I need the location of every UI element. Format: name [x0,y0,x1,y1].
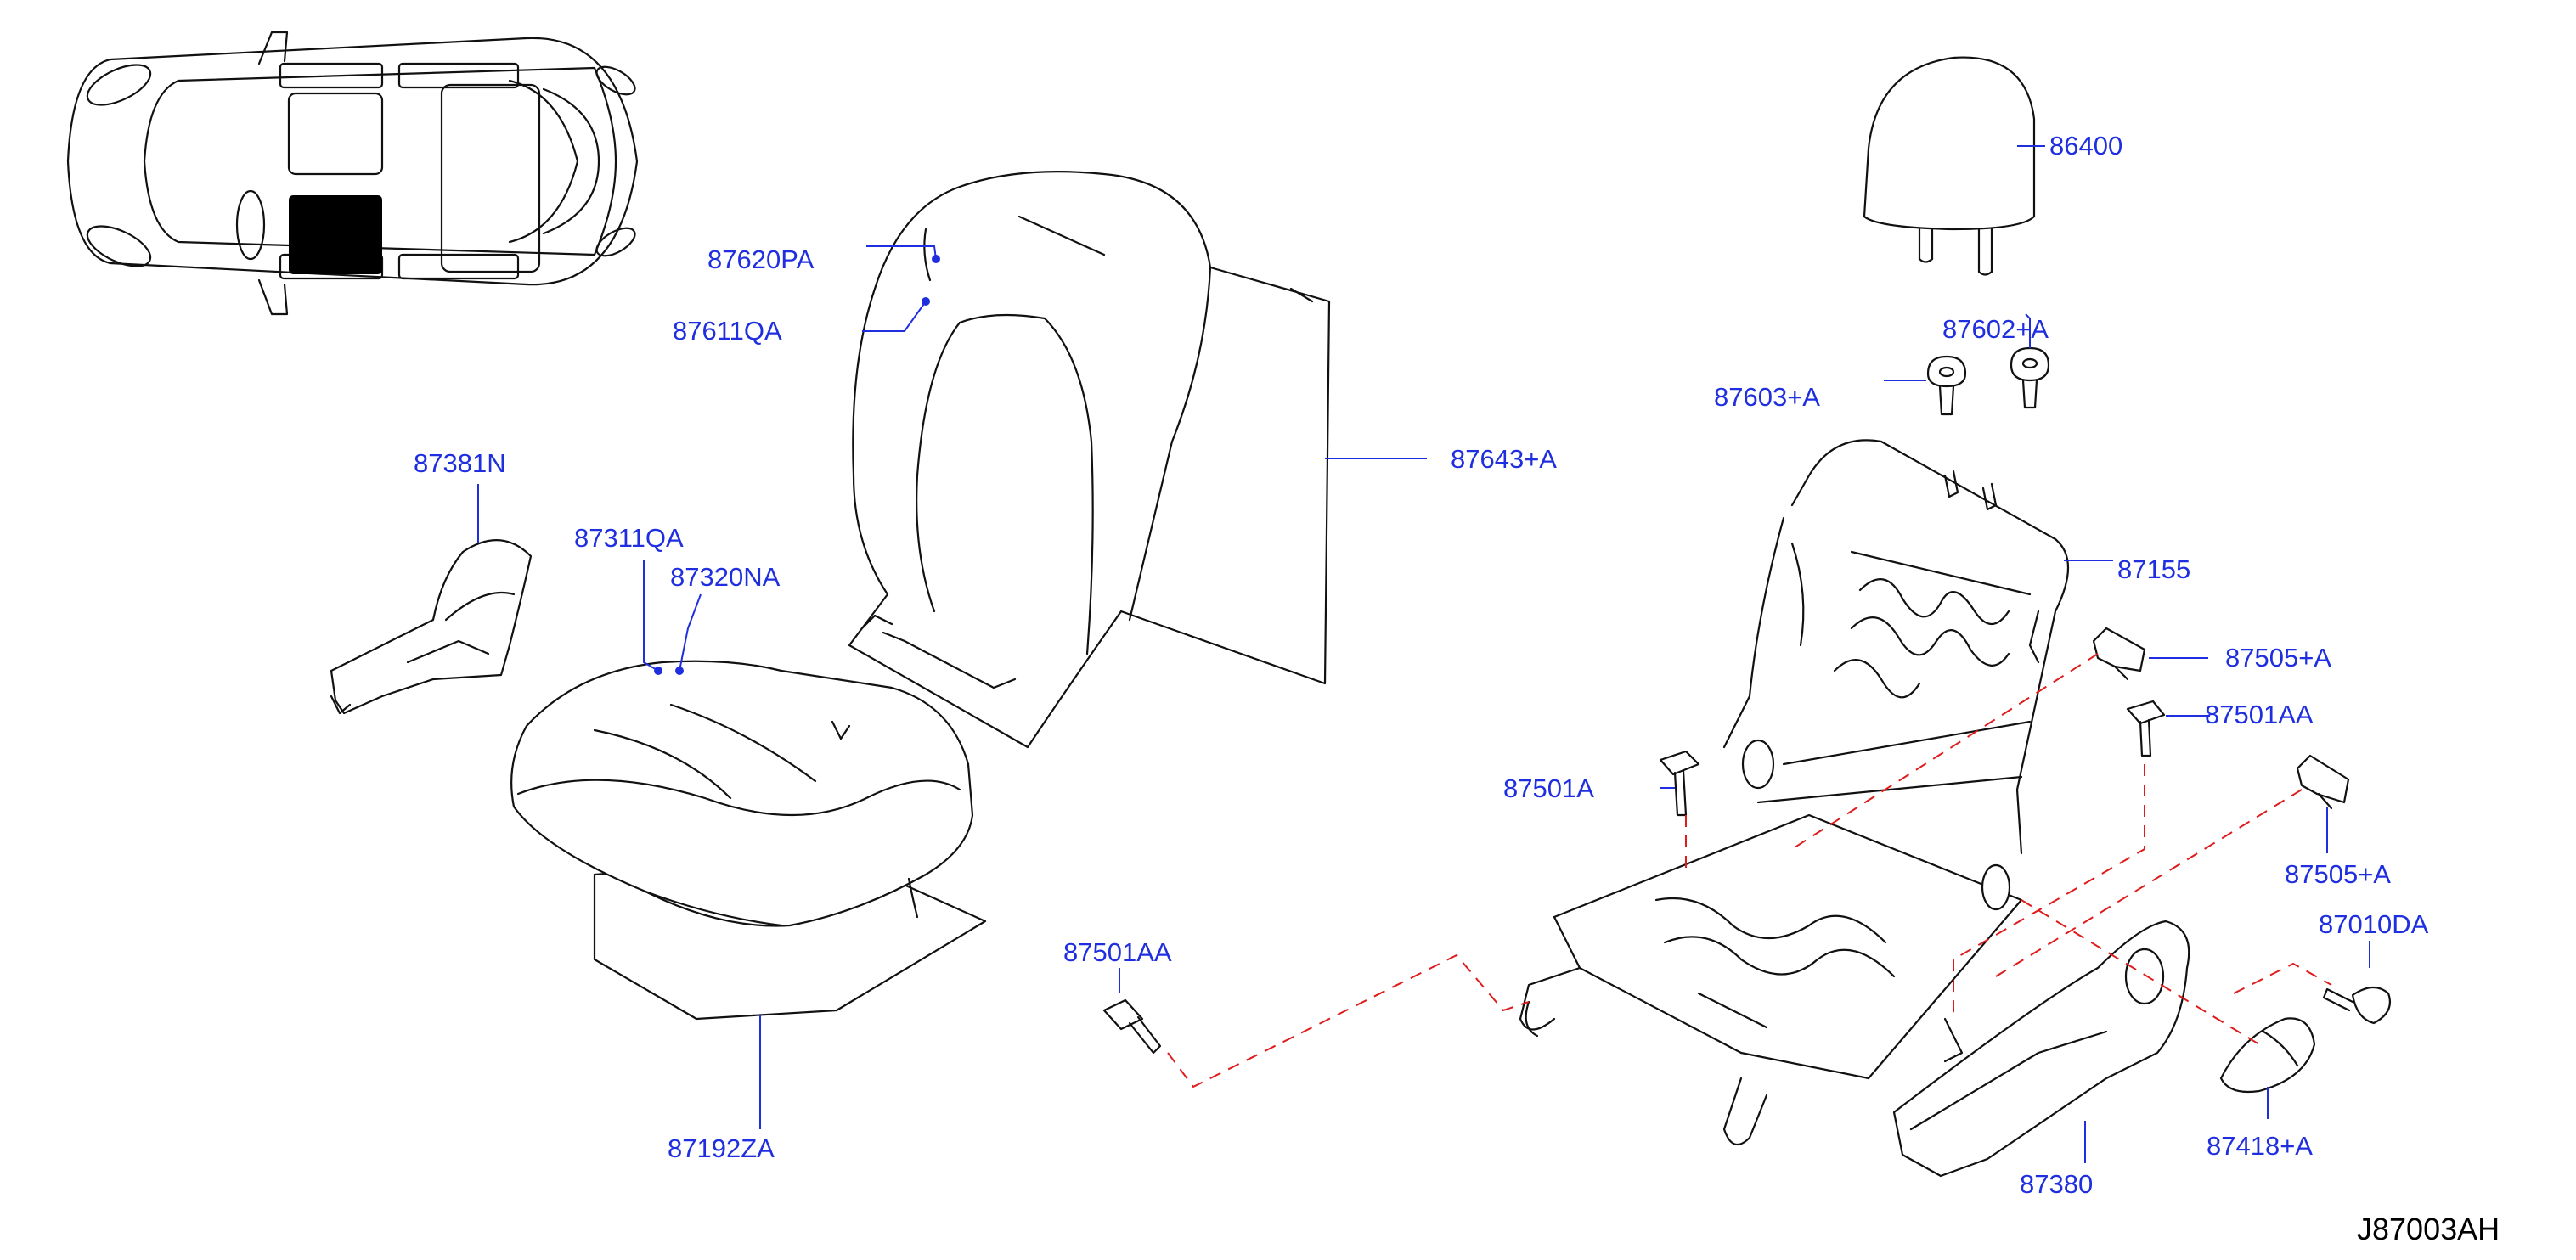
seat-back-trim-part [848,171,1331,749]
part-label-87602-a[interactable]: 87602+A [1942,314,2049,344]
part-label-87192za[interactable]: 87192ZA [668,1133,775,1163]
part-label-87620pa[interactable]: 87620PA [707,245,815,274]
part-label-87311qa[interactable]: 87311QA [574,523,684,553]
part-label-87501aa-right[interactable]: 87501AA [2205,700,2314,729]
wire-clip-parts [2092,627,2350,810]
part-label-87155[interactable]: 87155 [2117,554,2190,584]
part-label-87603-a[interactable]: 87603+A [1714,382,1820,412]
highlighted-seat-position [289,195,382,274]
part-label-87505-a-top[interactable]: 87505+A [2225,643,2331,672]
part-label-87643-a[interactable]: 87643+A [1451,444,1557,474]
part-label-87505-a-bottom[interactable]: 87505+A [2285,859,2391,889]
part-label-87380[interactable]: 87380 [2020,1169,2093,1199]
bolt-parts [1102,700,2392,1055]
part-label-86400[interactable]: 86400 [2049,131,2122,160]
headrest-guide-parts [1926,346,2050,416]
leader-lines [477,145,2370,1163]
diagram-code: J87003AH [2357,1212,2500,1246]
part-label-87501a[interactable]: 87501A [1503,773,1594,803]
seat-cushion-part [510,660,987,1021]
car-top-view-icon [66,31,639,316]
recliner-knob-part [2219,1017,2316,1094]
part-label-87320na[interactable]: 87320NA [670,562,781,592]
assembly-dashed-lines [1167,653,2332,1088]
outer-side-cover-part [1892,920,2190,1178]
headrest-part [1863,56,2036,276]
part-label-87611qa[interactable]: 87611QA [673,316,782,346]
part-label-87418-a[interactable]: 87418+A [2207,1131,2313,1161]
seat-side-cover-part [330,539,533,715]
part-label-87501aa-left[interactable]: 87501AA [1063,937,1172,967]
part-label-87381n[interactable]: 87381N [414,448,506,478]
seat-frame-part [1519,439,2070,1146]
part-label-87010da[interactable]: 87010DA [2319,909,2429,939]
